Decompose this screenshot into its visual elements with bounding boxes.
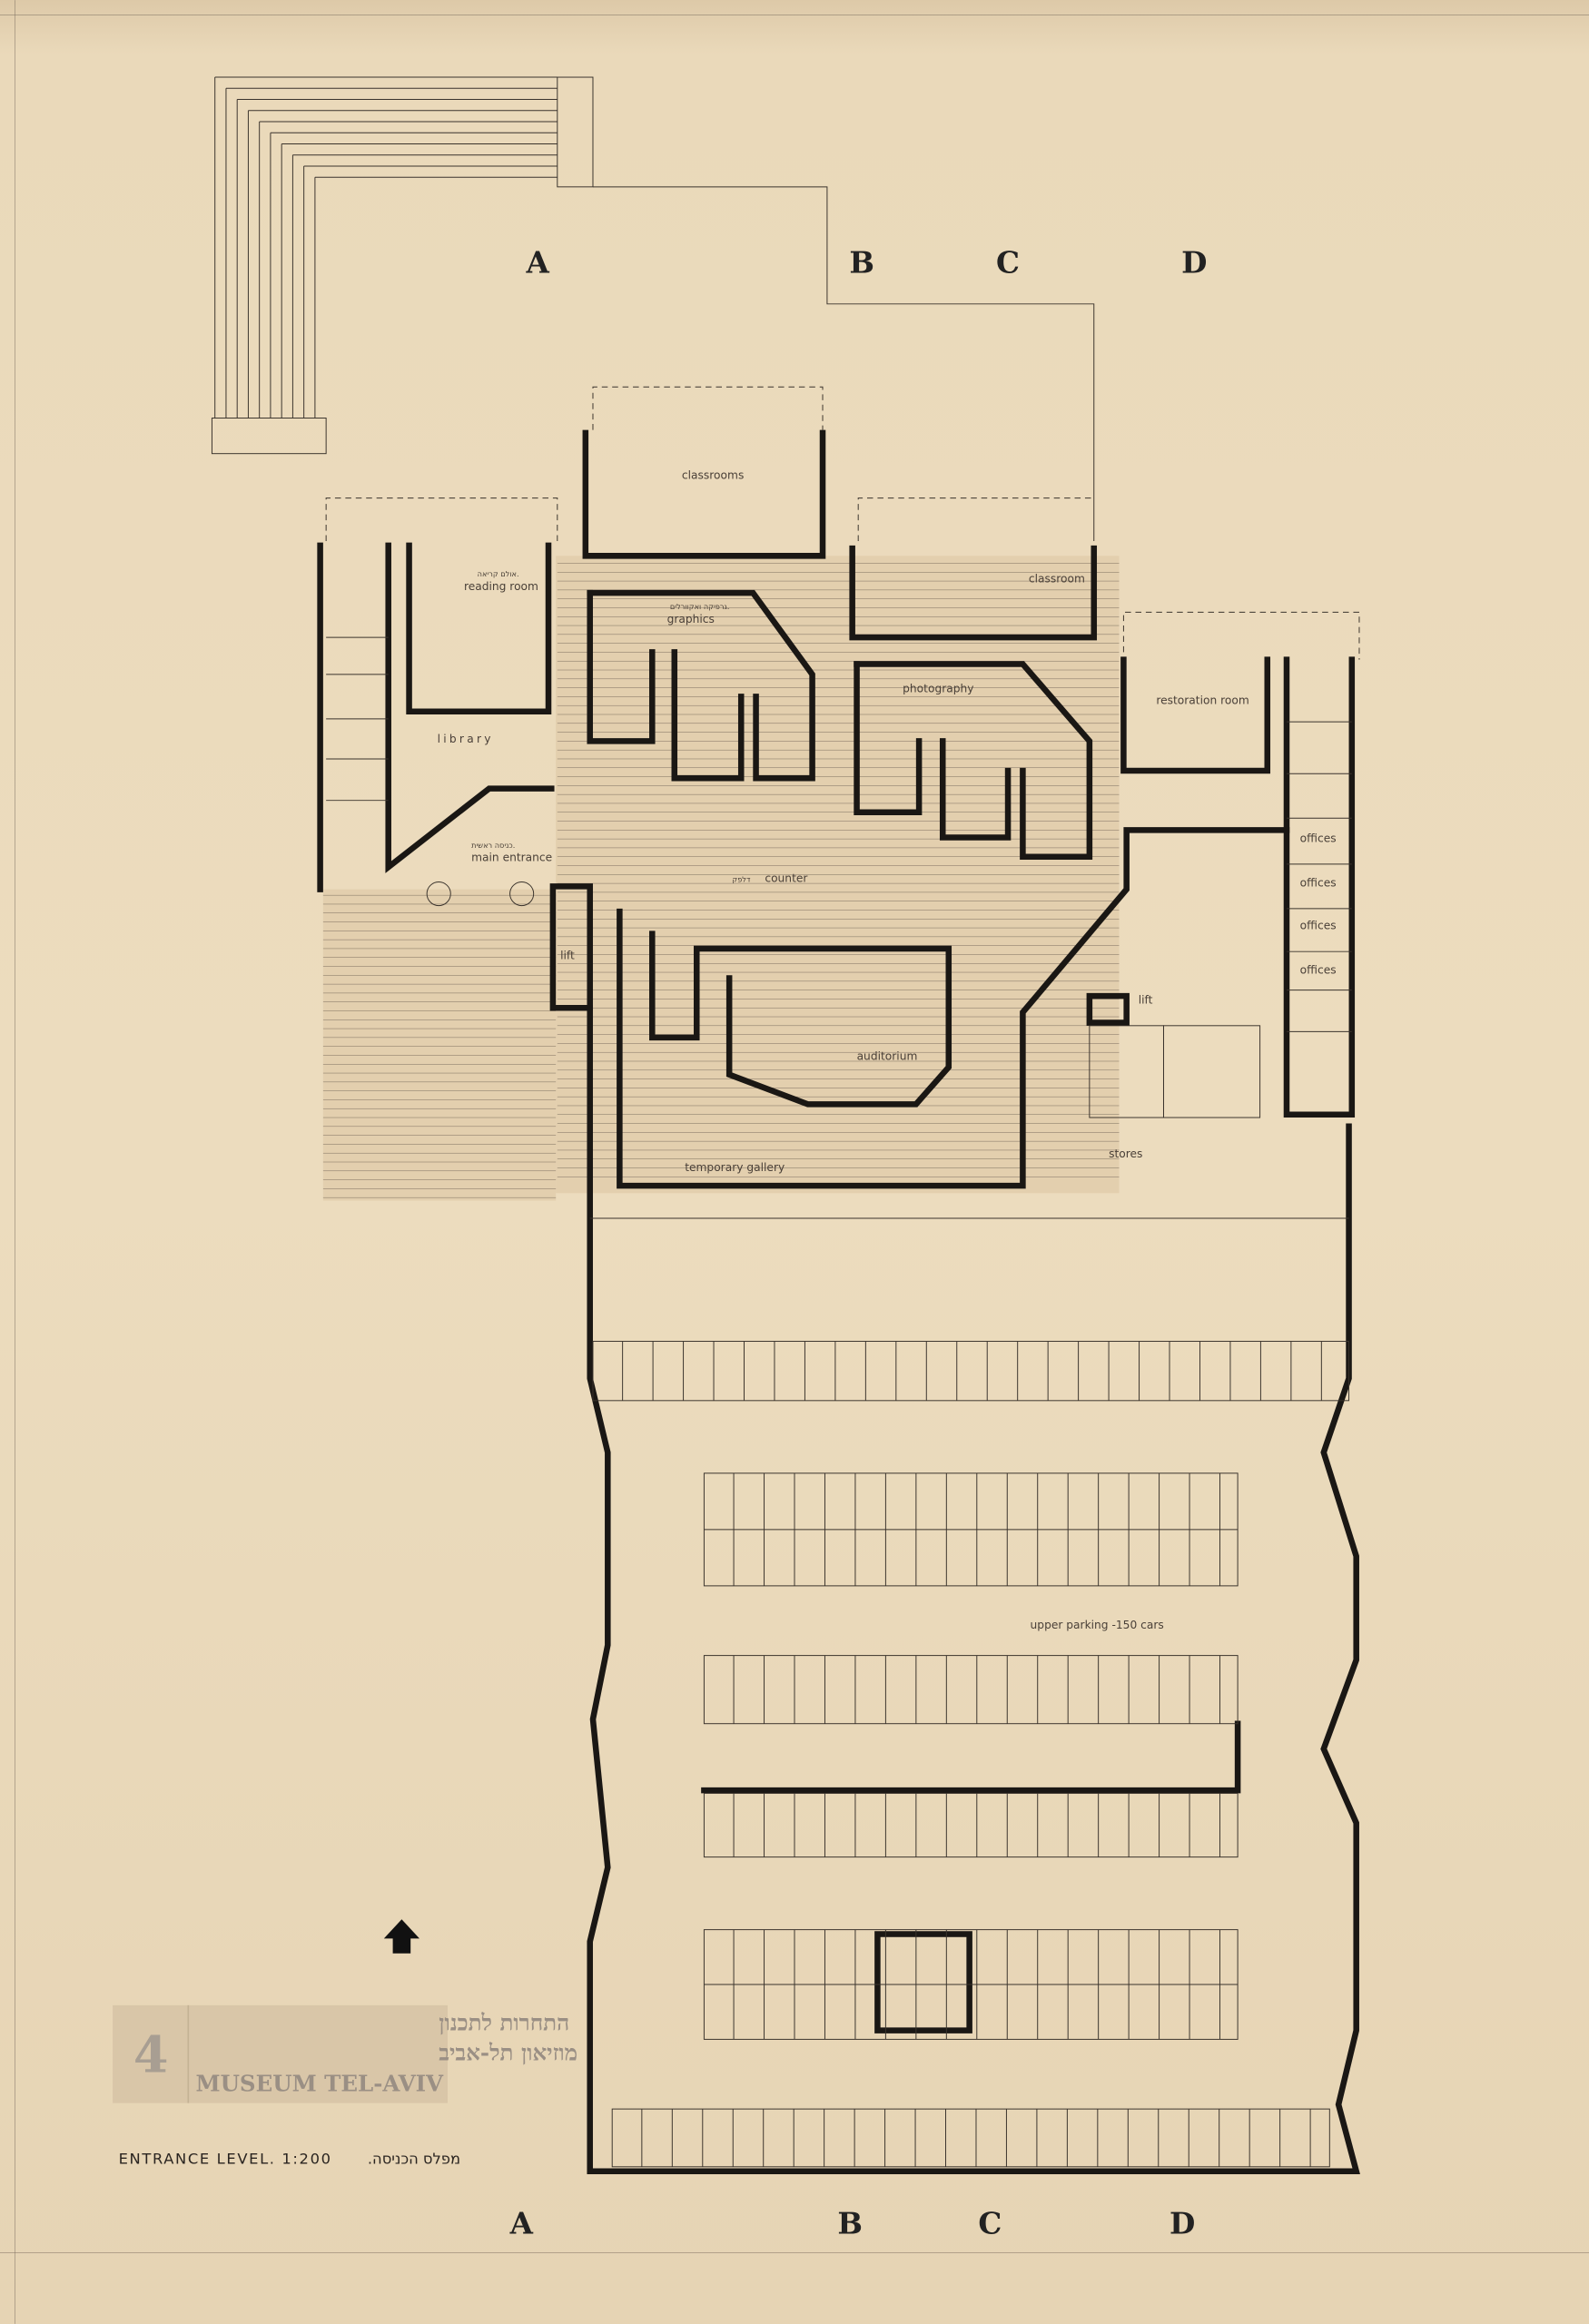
parking-row	[592, 1341, 1350, 1402]
label-classroom: classroom	[1029, 573, 1085, 586]
section-marker-c: C	[978, 2205, 1002, 2240]
drawing-caption-he: .מפלס הכניסה	[368, 2151, 460, 2168]
label-photography: photography	[903, 683, 973, 695]
label-offices: offices	[1300, 964, 1337, 977]
label-offices: offices	[1300, 920, 1337, 932]
north-arrow-icon	[383, 1919, 419, 1954]
section-marker-d: D	[1170, 2205, 1195, 2240]
label-restoration-room: restoration room	[1156, 694, 1248, 707]
label-stores: stores	[1109, 1147, 1142, 1160]
label-auditorium: auditorium	[857, 1049, 918, 1062]
label-library: library	[438, 733, 494, 745]
label-graphics-he: גרפיקה ואקוורלים.	[670, 602, 730, 611]
section-marker-a: A	[526, 245, 550, 281]
section-marker-d: D	[1181, 245, 1207, 281]
title-block-line3: MUSEUM TEL-AVIV	[195, 2071, 444, 2097]
entrance-plaza	[322, 889, 557, 1201]
section-marker-b: B	[837, 2205, 863, 2240]
terrace-steps	[214, 76, 558, 419]
label-offices: offices	[1300, 832, 1337, 844]
label-main-entrance: main entrance	[471, 852, 552, 864]
label-counter: counter	[765, 872, 808, 884]
title-block-line1: התחרות לתכנון	[439, 2010, 569, 2036]
terrace-stair-top	[557, 76, 594, 188]
label-lift: lift	[560, 949, 575, 961]
label-reading-room-he: אולם קריאה.	[478, 569, 519, 578]
title-block: 4 התחרות לתכנון מוזיאון תל-אביב MUSEUM T…	[113, 2004, 577, 2103]
building-walls	[317, 429, 1360, 2174]
terrace-stair	[211, 418, 327, 455]
label-temporary-gallery: temporary gallery	[685, 1161, 785, 1174]
title-block-number: 4	[133, 2025, 169, 2084]
title-block-line2: מוזיאון תל-אביב	[439, 2039, 577, 2065]
section-markers-bottom: A B C D	[509, 2205, 1196, 2240]
parking-row	[703, 1655, 1239, 1725]
parking-rows	[592, 1341, 1350, 2168]
drawing-caption: ENTRANCE LEVEL. 1:200	[119, 2151, 332, 2168]
section-marker-c: C	[996, 245, 1020, 281]
label-classrooms: classrooms	[682, 468, 744, 481]
library-canopy	[325, 497, 558, 541]
classroom-canopy	[592, 386, 824, 430]
section-marker-b: B	[849, 245, 874, 281]
label-counter-he: דלפק	[732, 874, 751, 883]
classroom-canopy-2	[857, 497, 1094, 541]
title-block-bg	[113, 2004, 449, 2103]
label-lift: lift	[1139, 993, 1153, 1006]
interior-partitions	[326, 636, 1352, 1219]
label-graphics: graphics	[667, 613, 715, 625]
section-marker-a: A	[509, 2205, 534, 2240]
site-outline	[592, 186, 1095, 541]
label-main-entrance-he: כניסה ראשית.	[471, 841, 515, 850]
label-upper-parking: upper parking -150 cars	[1031, 1619, 1164, 1631]
section-markers-top: A B C D	[526, 245, 1208, 281]
label-offices: offices	[1300, 876, 1337, 889]
label-reading-room: reading room	[464, 580, 538, 593]
parking-row	[611, 2108, 1330, 2168]
room-labels: classrooms אולם קריאה. reading room גרפי…	[438, 468, 1337, 1631]
restoration-canopy	[1122, 611, 1360, 660]
parking-row	[703, 1792, 1239, 1858]
